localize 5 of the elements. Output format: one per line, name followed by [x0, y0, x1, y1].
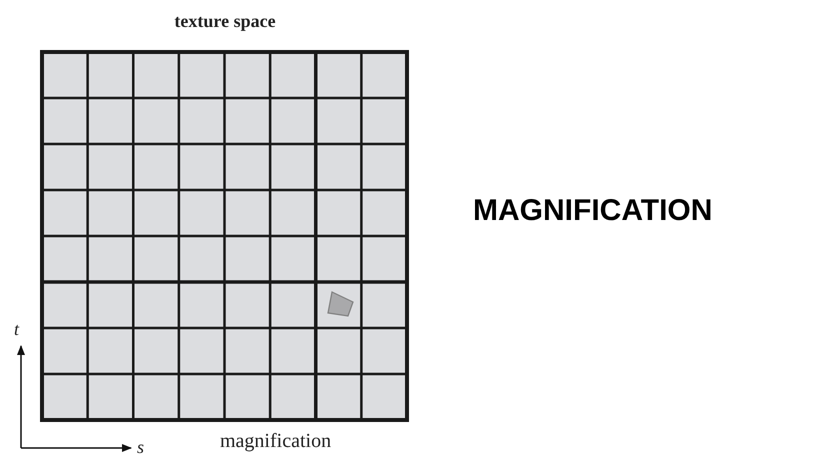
axis-label: s — [137, 438, 144, 455]
caption-text: magnification — [220, 431, 332, 451]
grid-heading: texture space — [174, 12, 276, 30]
axis-label: t — [14, 320, 20, 338]
magnification-title: MAGNIFICATION — [473, 196, 712, 226]
